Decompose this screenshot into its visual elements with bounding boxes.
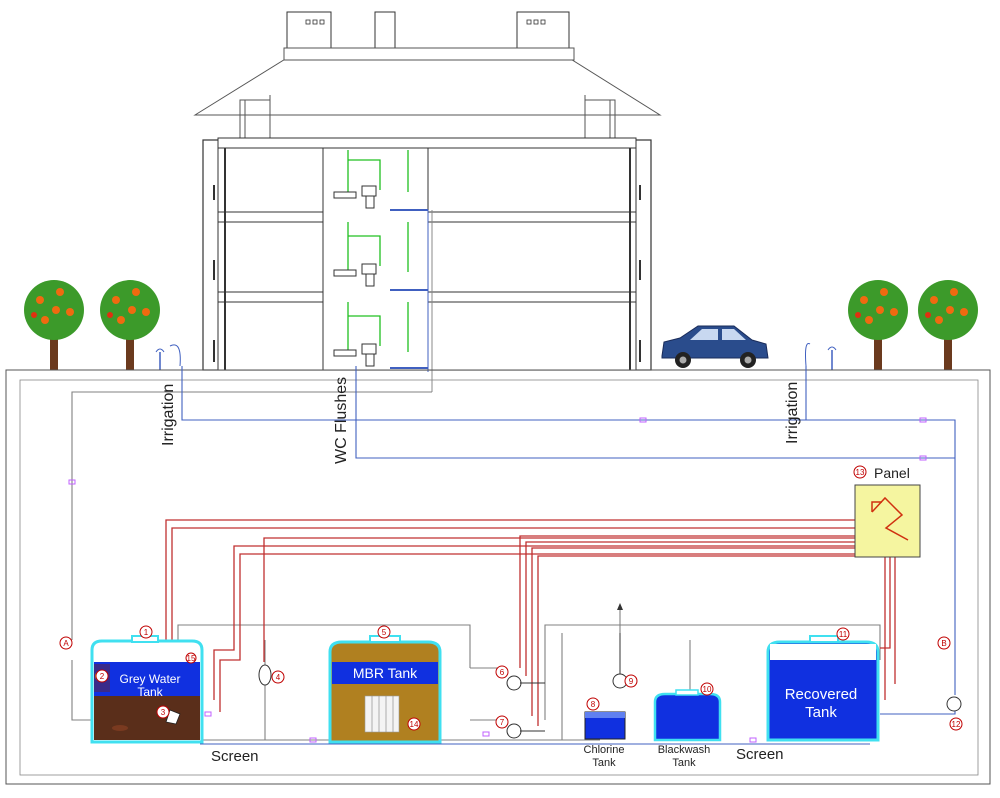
label-irrigation-right: Irrigation bbox=[784, 382, 801, 444]
marker-b: B bbox=[937, 636, 951, 650]
marker-5: 5 bbox=[377, 625, 391, 639]
label-grey-water-tank-line2: Tank bbox=[137, 685, 163, 699]
svg-text:3: 3 bbox=[161, 708, 166, 717]
label-irrigation-left: Irrigation bbox=[160, 384, 177, 446]
svg-text:5: 5 bbox=[382, 628, 387, 637]
pumps bbox=[258, 603, 962, 739]
marker-6: 6 bbox=[495, 665, 509, 679]
number-markers: 1 2 3 4 5 6 7 8 9 10 11 12 13 14 15 A B bbox=[59, 465, 963, 731]
marker-12: 12 bbox=[949, 717, 963, 731]
label-chlorine-tank-line2: Tank bbox=[592, 757, 616, 769]
fixtures-floor-1 bbox=[333, 302, 428, 369]
sprinkler-right bbox=[805, 342, 837, 370]
label-panel: Panel bbox=[874, 465, 910, 481]
underground-inner-boundary bbox=[19, 379, 979, 776]
chlorine-tank bbox=[584, 711, 626, 740]
label-blackwash-tank-line2: Tank bbox=[672, 757, 696, 769]
svg-text:A: A bbox=[63, 639, 69, 648]
marker-10: 10 bbox=[700, 682, 714, 696]
mbr-tank bbox=[328, 635, 442, 744]
svg-text:7: 7 bbox=[500, 718, 505, 727]
building bbox=[193, 11, 662, 371]
svg-text:15: 15 bbox=[187, 654, 196, 663]
marker-11: 11 bbox=[836, 627, 850, 641]
svg-text:14: 14 bbox=[410, 720, 419, 729]
red-control-lines bbox=[165, 519, 896, 726]
svg-text:9: 9 bbox=[629, 677, 634, 686]
svg-text:13: 13 bbox=[856, 468, 865, 477]
bathroom-fixtures bbox=[333, 150, 433, 392]
tree-left-1 bbox=[24, 280, 84, 370]
fixtures-floor-3 bbox=[333, 150, 428, 211]
svg-text:6: 6 bbox=[500, 668, 505, 677]
marker-a: A bbox=[59, 636, 73, 650]
label-blackwash-tank-line1: Blackwash bbox=[658, 744, 711, 756]
tree-left-2 bbox=[100, 280, 160, 370]
marker-14: 14 bbox=[407, 717, 421, 731]
svg-text:1: 1 bbox=[144, 628, 149, 637]
svg-text:4: 4 bbox=[276, 673, 281, 682]
car bbox=[661, 325, 769, 368]
fixtures-floor-2 bbox=[333, 222, 428, 291]
svg-text:11: 11 bbox=[839, 630, 848, 639]
tree-right-2 bbox=[918, 280, 978, 370]
tree-right-1 bbox=[848, 280, 908, 370]
label-wc-flushes: WC Flushes bbox=[333, 377, 350, 464]
label-screen-right: Screen bbox=[736, 746, 784, 763]
inline-valves bbox=[68, 417, 927, 743]
marker-8: 8 bbox=[586, 697, 600, 711]
label-screen-left: Screen bbox=[211, 748, 259, 765]
control-panel bbox=[854, 484, 921, 558]
marker-1: 1 bbox=[139, 625, 153, 639]
svg-text:2: 2 bbox=[100, 672, 105, 681]
marker-3: 3 bbox=[156, 705, 170, 719]
recovered-tank bbox=[766, 635, 880, 742]
label-chlorine-tank-line1: Chlorine bbox=[584, 744, 625, 756]
marker-13: 13 bbox=[853, 465, 867, 479]
underground-area bbox=[5, 369, 991, 785]
sprinkler-left bbox=[155, 344, 181, 370]
label-grey-water-tank-line1: Grey Water bbox=[120, 672, 181, 686]
blackwash-tank bbox=[653, 689, 722, 742]
svg-text:8: 8 bbox=[591, 700, 596, 709]
label-recovered-tank-line2: Tank bbox=[805, 704, 837, 721]
svg-text:12: 12 bbox=[952, 720, 961, 729]
svg-text:B: B bbox=[941, 639, 946, 648]
svg-text:10: 10 bbox=[703, 685, 712, 694]
marker-4: 4 bbox=[271, 670, 285, 684]
marker-7: 7 bbox=[495, 715, 509, 729]
marker-9: 9 bbox=[624, 674, 638, 688]
marker-2: 2 bbox=[95, 669, 109, 683]
label-mbr-tank: MBR Tank bbox=[353, 665, 418, 681]
marker-15: 15 bbox=[185, 652, 197, 664]
label-recovered-tank-line1: Recovered bbox=[785, 686, 858, 703]
